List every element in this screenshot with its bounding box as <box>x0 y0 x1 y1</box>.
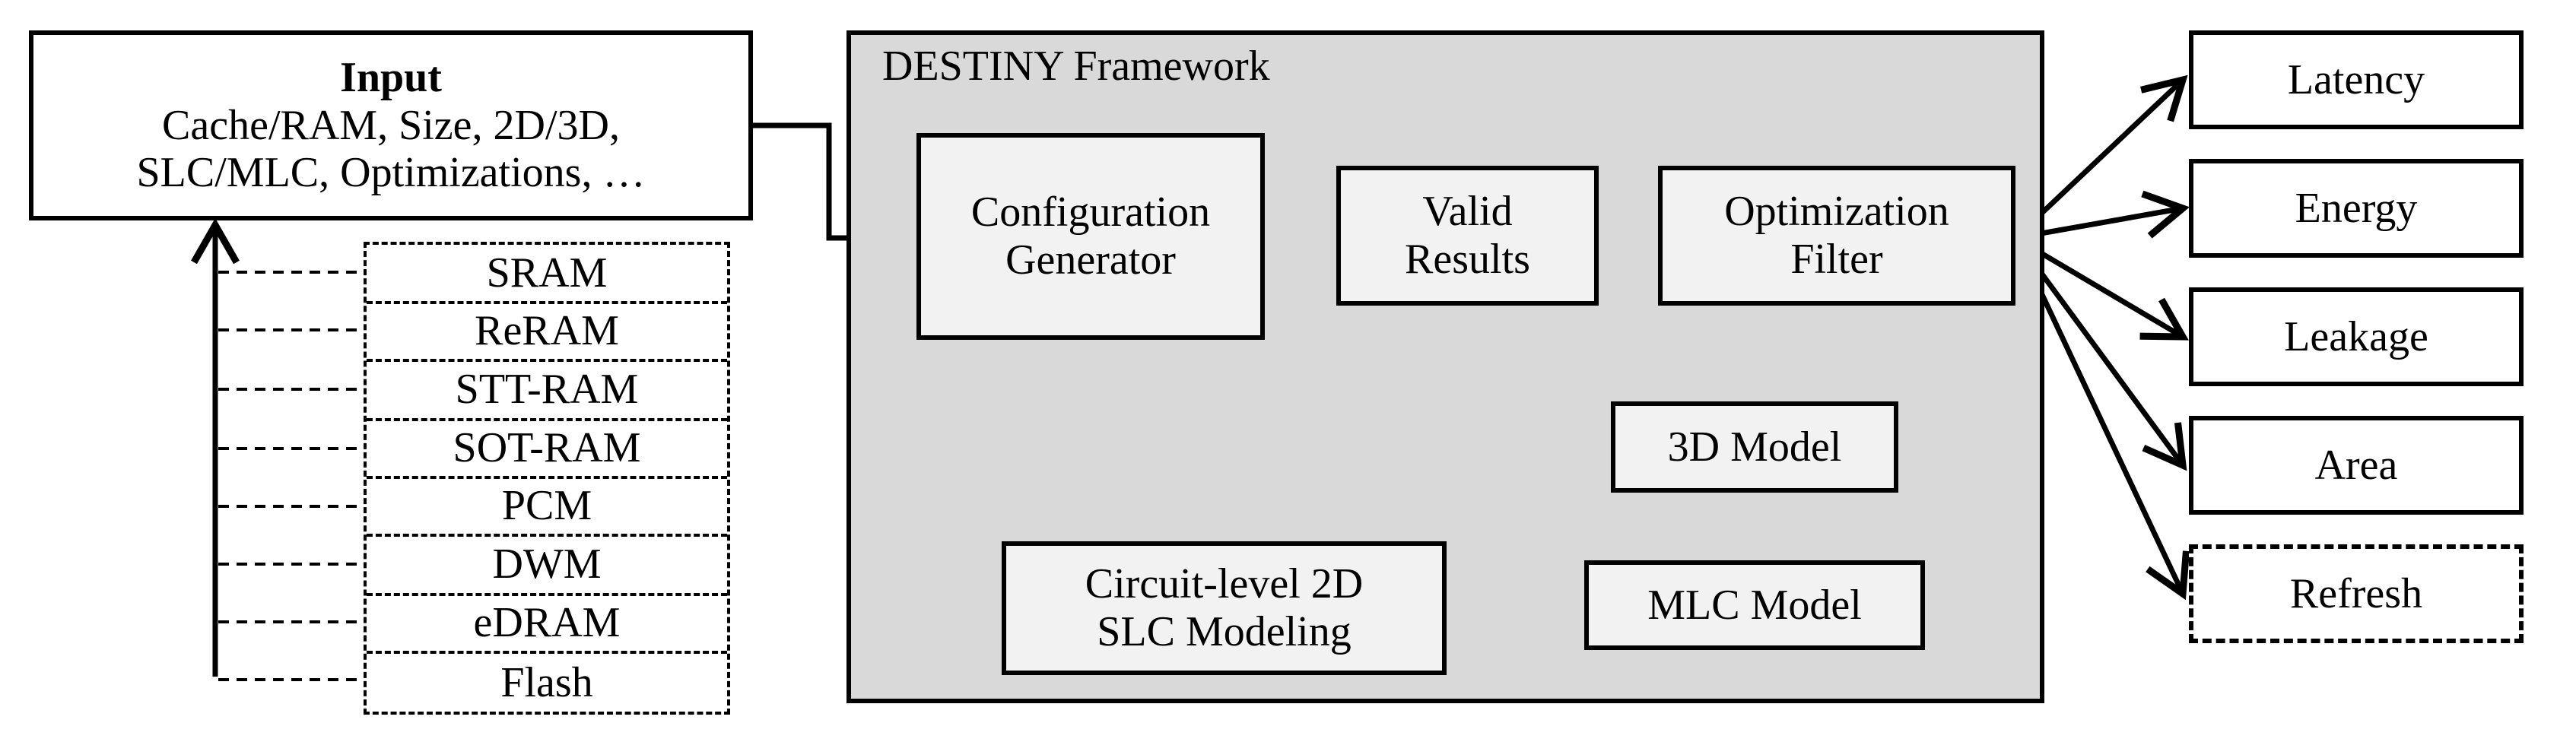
output-leakage-box: Leakage <box>2189 287 2524 386</box>
valid-results-line-2: Results <box>1405 236 1530 283</box>
tech-edram: eDRAM <box>473 599 621 646</box>
tech-stt-ram: STT-RAM <box>455 366 639 413</box>
config-generator-line-2: Generator <box>1005 236 1176 284</box>
mlc-model-label: MLC Model <box>1647 581 1862 629</box>
configuration-generator-box: Configuration Generator <box>916 133 1265 340</box>
tech-pcm: PCM <box>501 482 592 529</box>
output-energy-label: Energy <box>2295 184 2418 232</box>
circuit-level-line-2: SLC Modeling <box>1097 608 1352 655</box>
output-refresh-box: Refresh <box>2189 544 2524 643</box>
config-generator-line-1: Configuration <box>970 189 1211 236</box>
input-line-1: Cache/RAM, Size, 2D/3D, <box>162 101 620 149</box>
3d-model-label: 3D Model <box>1667 423 1842 471</box>
output-area-label: Area <box>2314 441 2398 489</box>
tech-sram: SRAM <box>486 249 608 296</box>
circuit-level-line-1: Circuit-level 2D <box>1085 560 1364 608</box>
tech-divider <box>367 476 727 479</box>
3d-model-box: 3D Model <box>1611 401 1898 493</box>
optimization-filter-line-1: Optimization <box>1724 188 1949 236</box>
tech-dwm: DWM <box>492 541 602 588</box>
circuit-level-box: Circuit-level 2D SLC Modeling <box>1002 541 1447 675</box>
tech-divider <box>367 593 727 596</box>
optimization-filter-line-2: Filter <box>1790 236 1883 283</box>
input-box: Input Cache/RAM, Size, 2D/3D, SLC/MLC, O… <box>29 30 753 220</box>
output-energy-box: Energy <box>2189 159 2524 258</box>
output-leakage-label: Leakage <box>2284 312 2428 360</box>
output-latency-label: Latency <box>2287 55 2425 103</box>
tech-divider <box>367 534 727 537</box>
input-line-2: SLC/MLC, Optimizations, … <box>136 149 646 197</box>
tech-divider <box>367 359 727 362</box>
tech-flash: Flash <box>500 659 593 706</box>
input-title: Input <box>340 53 442 101</box>
output-area-box: Area <box>2189 416 2524 515</box>
valid-results-line-1: Valid <box>1422 188 1513 236</box>
valid-results-box: Valid Results <box>1336 166 1599 306</box>
tech-reram: ReRAM <box>475 307 619 354</box>
tech-divider <box>367 651 727 654</box>
tech-sot-ram: SOT-RAM <box>453 424 641 471</box>
output-latency-box: Latency <box>2189 30 2524 129</box>
tech-divider <box>367 418 727 421</box>
output-refresh-label: Refresh <box>2289 569 2423 617</box>
optimization-filter-box: Optimization Filter <box>1658 166 2015 306</box>
framework-title: DESTINY Framework <box>882 43 1270 90</box>
tech-divider <box>367 301 727 304</box>
technology-list: SRAM ReRAM STT-RAM SOT-RAM PCM DWM eDRAM… <box>364 242 730 715</box>
mlc-model-box: MLC Model <box>1584 560 1925 650</box>
